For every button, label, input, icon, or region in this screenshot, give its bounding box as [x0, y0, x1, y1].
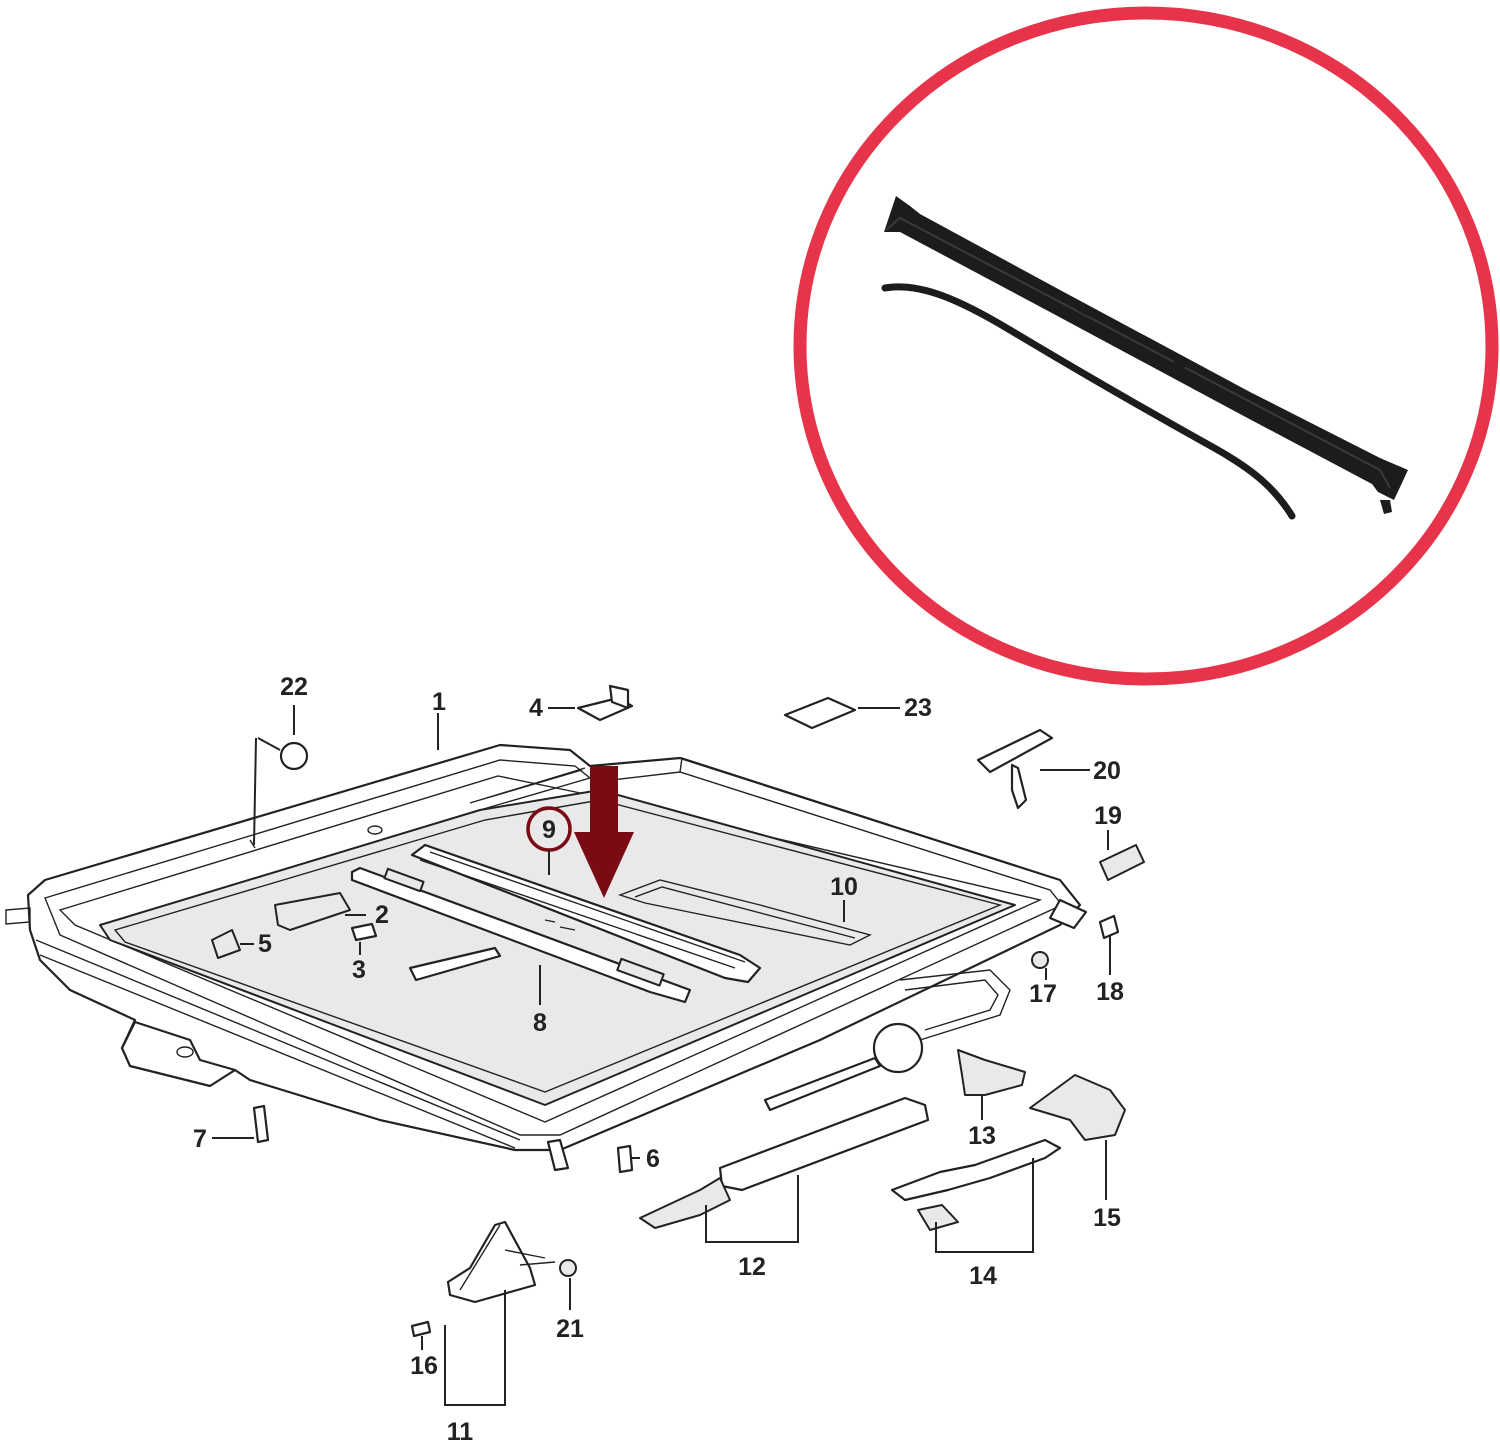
callout-10: 10: [830, 873, 858, 901]
glass-panel: [617, 879, 872, 946]
callout-labels: 22 1 4 23 20 19 9 10 2 5 3 8 17 18 13 7 …: [193, 673, 1124, 1446]
leader-lines: [212, 705, 1111, 1406]
callout-8: 8: [533, 1009, 547, 1037]
callout-13: 13: [968, 1122, 996, 1150]
callout-2: 2: [375, 901, 389, 929]
nut-part-18: [1098, 914, 1120, 940]
callout-19: 19: [1094, 802, 1122, 830]
drain-loop: [899, 969, 1011, 1041]
screw-part-17: [1031, 951, 1049, 969]
holder-part-2: [274, 892, 351, 931]
callout-16: 16: [410, 1352, 438, 1380]
pin-front: [546, 1138, 570, 1172]
callout-1: 1: [432, 688, 446, 716]
callout-23: 23: [904, 694, 932, 722]
bracket-assembly-part-11: [410, 1220, 577, 1338]
callout-12: 12: [738, 1253, 766, 1281]
part-photo-inset: [793, 6, 1499, 686]
callout-15: 15: [1093, 1204, 1121, 1232]
callout-6: 6: [646, 1145, 660, 1173]
callout-4: 4: [529, 694, 543, 722]
callout-3: 3: [352, 956, 366, 984]
callout-21: 21: [556, 1315, 584, 1343]
pin-part-3: [350, 922, 378, 942]
bracket-part-20: [976, 728, 1054, 810]
deflector-rail: [350, 866, 692, 1004]
highlight-arrow: [574, 766, 634, 898]
detail-view-icon: [872, 1022, 924, 1074]
clip-part-19: [1099, 844, 1145, 881]
callout-20: 20: [1093, 757, 1121, 785]
callout-17: 17: [1029, 980, 1057, 1008]
callout-9: 9: [542, 816, 556, 844]
callout-11: 11: [447, 1418, 474, 1446]
mechanism-part-13: [957, 1049, 1026, 1096]
callout-14: 14: [969, 1262, 997, 1290]
clip-part-4: [576, 684, 634, 722]
seal-strip-photo: [884, 196, 1408, 514]
housing-part-15: [1029, 1074, 1126, 1141]
lever-part-14: [890, 1138, 1062, 1231]
cover-cap: [279, 741, 309, 771]
clip-part-5: [211, 929, 241, 959]
cable-guide-part-12: [639, 1056, 930, 1229]
wind-deflector-seal: [410, 843, 762, 984]
callout-18: 18: [1096, 978, 1124, 1006]
screw-part-6: [616, 1144, 634, 1174]
guide-strip: [408, 946, 502, 982]
pad-part-23: [783, 696, 857, 730]
callout-7: 7: [193, 1125, 207, 1153]
callout-22: 22: [280, 673, 308, 701]
bolt-part-7: [252, 1104, 270, 1144]
callout-5: 5: [258, 930, 272, 958]
seal-cord-photo: [881, 283, 1296, 520]
